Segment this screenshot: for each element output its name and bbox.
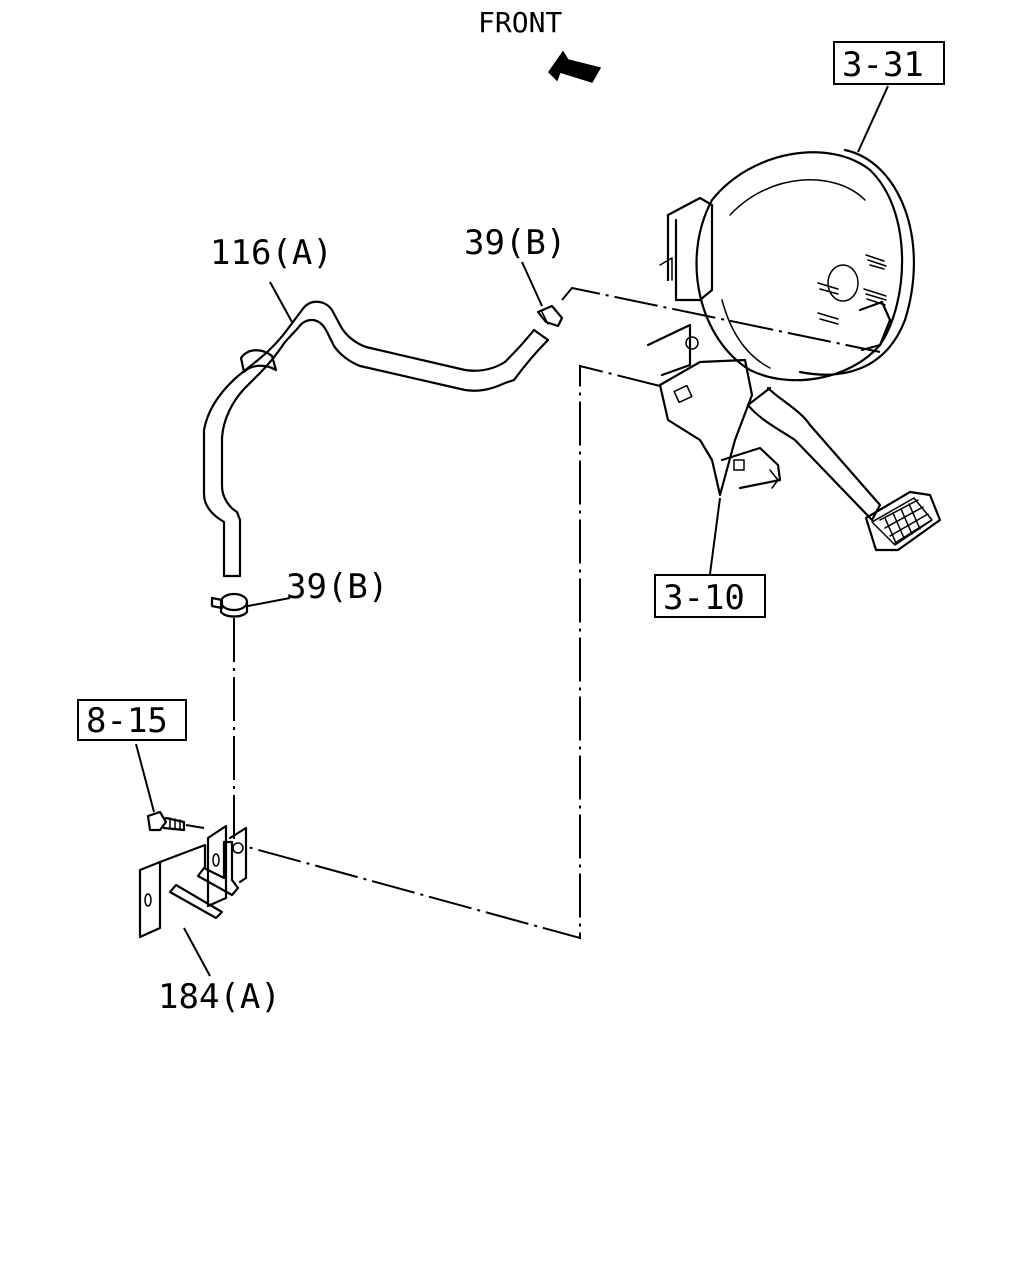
svg-text:3-10: 3-10 bbox=[663, 578, 745, 618]
leader-lines bbox=[135, 85, 889, 977]
callout-pedal-bracket: 3-10 bbox=[654, 574, 766, 618]
svg-text:3-31: 3-31 bbox=[842, 45, 924, 85]
callout-bracket: 184(A) bbox=[158, 977, 281, 1017]
front-label: FRONT bbox=[478, 6, 562, 39]
clip-upper bbox=[536, 304, 564, 328]
callout-booster: 3-31 bbox=[833, 41, 945, 85]
mounting-bracket bbox=[138, 824, 248, 939]
front-arrow-icon bbox=[548, 50, 602, 83]
callout-clip-upper: 39(B) bbox=[464, 223, 566, 263]
routing-lines bbox=[233, 286, 881, 940]
bolt bbox=[146, 810, 186, 832]
callout-vacuum-hose: 116(A) bbox=[210, 233, 333, 273]
svg-text:8-15: 8-15 bbox=[86, 701, 168, 741]
callout-clip-lower: 39(B) bbox=[286, 567, 388, 607]
callout-bolt-ref: 8-15 bbox=[77, 699, 187, 741]
brake-booster-assembly bbox=[646, 148, 942, 552]
vacuum-hose bbox=[202, 300, 550, 578]
clip-lower bbox=[210, 592, 249, 618]
